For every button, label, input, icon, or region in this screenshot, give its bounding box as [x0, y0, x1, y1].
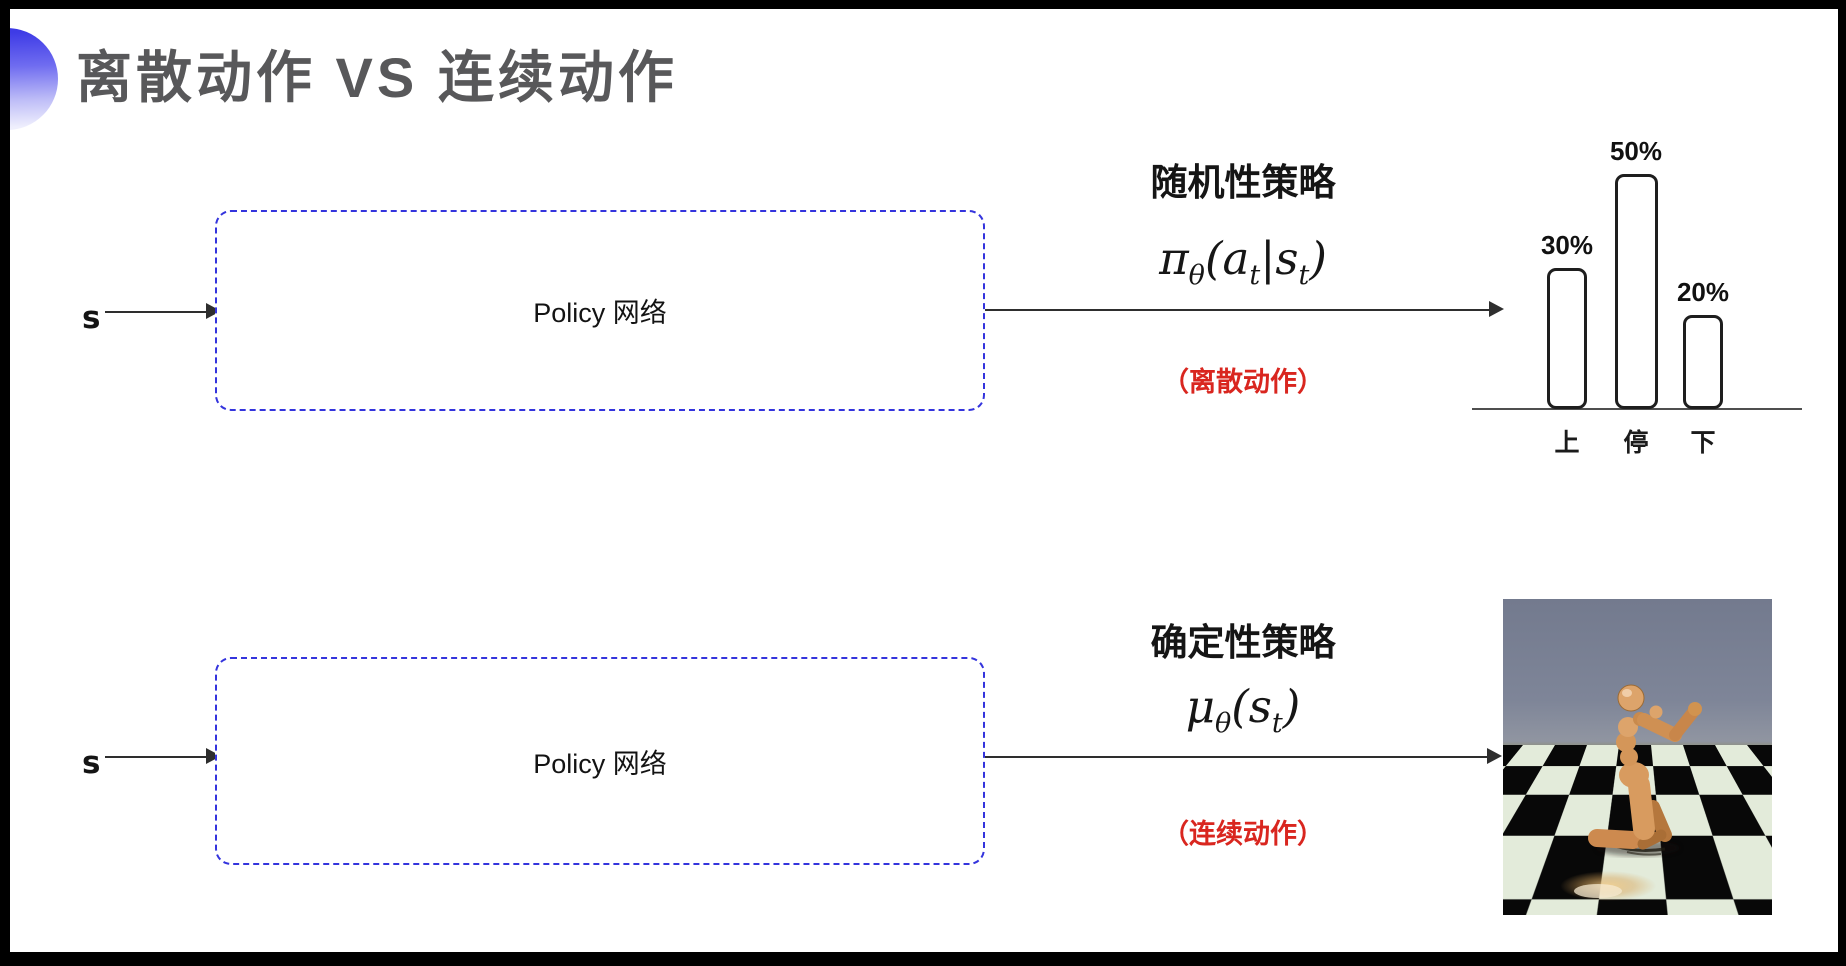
- formula-symbol: a: [1222, 232, 1250, 285]
- probability-value-label: 20%: [1676, 277, 1730, 307]
- action-category-label: 上: [1554, 429, 1580, 457]
- formula-symbol: ): [1309, 232, 1327, 285]
- input-arrow-bottom: [105, 748, 221, 764]
- formula-symbol: |: [1260, 232, 1276, 285]
- probability-bar: [1547, 268, 1587, 409]
- deterministic-policy-formula: μθ(st): [1010, 681, 1476, 750]
- formula-symbol: (: [1231, 680, 1249, 733]
- formula-subscript: θ: [1214, 708, 1232, 739]
- output-arrow-top: [985, 301, 1504, 317]
- formula-symbol: ): [1282, 680, 1301, 733]
- title-decoration-icon: [10, 28, 58, 130]
- action-category-label: 下: [1690, 429, 1716, 457]
- discrete-action-note: （离散动作）: [1162, 367, 1324, 397]
- stochastic-policy-formula: πθ(at|st): [1010, 233, 1476, 302]
- formula-subscript: t: [1271, 708, 1283, 739]
- output-arrow-bottom: [985, 748, 1502, 764]
- probability-value-label: 50%: [1609, 136, 1663, 166]
- action-category-label: 停: [1623, 429, 1649, 457]
- formula-symbol: s: [1275, 232, 1299, 285]
- probability-value-label: 30%: [1540, 230, 1594, 260]
- probability-bar: [1683, 315, 1723, 409]
- formula-symbol: μ: [1185, 680, 1215, 733]
- action-probability-chart: 30% 上 50% 停 20% 下: [1465, 109, 1810, 457]
- chart-baseline: [1472, 408, 1802, 410]
- policy-network-label-bottom: Policy 网络: [533, 748, 667, 779]
- humanoid-simulation-image: [1503, 599, 1772, 915]
- formula-subscript: t: [1249, 260, 1261, 291]
- input-arrow-top: [105, 303, 221, 319]
- formula-subscript: θ: [1188, 260, 1205, 291]
- formula-symbol: π: [1159, 232, 1189, 285]
- policy-network-box-top: Policy 网络: [215, 210, 985, 411]
- slide: 离散动作 VS 连续动作 s Policy 网络 随机性策略 πθ(at|st)…: [10, 9, 1838, 952]
- page-title: 离散动作 VS 连续动作: [76, 46, 678, 109]
- policy-network-box-bottom: Policy 网络: [215, 657, 985, 865]
- policy-network-label-top: Policy 网络: [533, 298, 667, 328]
- formula-symbol: (: [1204, 232, 1223, 285]
- continuous-action-note: （连续动作）: [1162, 819, 1324, 849]
- formula-symbol: s: [1248, 680, 1272, 733]
- state-input-label-top: s: [82, 300, 101, 336]
- humanoid-figure: [1560, 684, 1702, 901]
- stochastic-policy-title: 随机性策略: [1150, 162, 1336, 203]
- formula-subscript: t: [1298, 260, 1310, 291]
- probability-bar: [1614, 174, 1658, 409]
- deterministic-policy-title: 确定性策略: [1150, 622, 1336, 663]
- state-input-label-bottom: s: [82, 745, 101, 781]
